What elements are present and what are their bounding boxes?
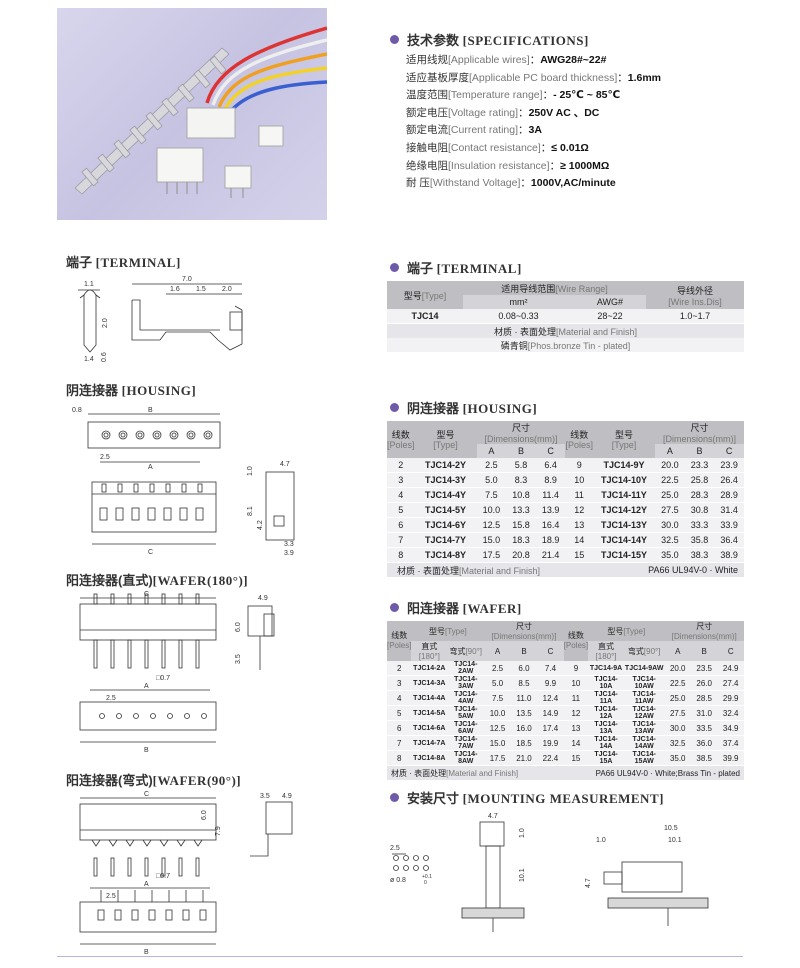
svg-text:1.0: 1.0 <box>596 837 606 844</box>
svg-text:□0.7: □0.7 <box>156 675 170 682</box>
svg-text:0: 0 <box>424 880 427 886</box>
mounting-heading: 安装尺寸 [MOUNTING MEASUREMENT] <box>390 788 664 807</box>
bullet-icon <box>390 403 399 412</box>
connector-photo-illustration <box>74 26 328 198</box>
svg-text:2.0: 2.0 <box>102 318 109 328</box>
spec-row: 额定电压[Voltage rating]：250V AC 、DC <box>406 106 600 119</box>
svg-text:4.7: 4.7 <box>488 813 498 820</box>
svg-text:4.9: 4.9 <box>282 793 292 800</box>
svg-text:3.3: 3.3 <box>284 541 294 548</box>
svg-text:C: C <box>144 791 149 798</box>
svg-text:10.5: 10.5 <box>664 825 678 832</box>
svg-text:0.6: 0.6 <box>101 352 108 362</box>
svg-text:3.5: 3.5 <box>235 654 242 664</box>
svg-text:C: C <box>148 549 153 556</box>
specs-heading: 技术参数 [SPECIFICATIONS] <box>390 30 589 49</box>
terminal-table: 型号[Type] 适用导线范围[Wire Range] 导线外径[Wire In… <box>387 281 744 353</box>
svg-text:1.6: 1.6 <box>170 286 180 293</box>
svg-text:1.1: 1.1 <box>84 281 94 288</box>
svg-text:□0.7: □0.7 <box>156 873 170 880</box>
bullet-icon <box>390 263 399 272</box>
svg-text:A: A <box>144 881 149 888</box>
wafer180-drawing: C □0.7 A 2.5 B 4.9 6.0 3.5 <box>79 591 275 754</box>
svg-text:3.5: 3.5 <box>260 793 270 800</box>
wafer-table: 线数[Poles] 型号[Type] 尺寸[Dimensions(mm)] 线数… <box>387 621 744 780</box>
svg-text:4.7: 4.7 <box>280 461 290 468</box>
spec-row: 适用线规[Applicable wires]：AWG28#~22# <box>406 54 607 66</box>
housing-table: 线数[Poles] 型号[Type] 尺寸[Dimensions(mm)] 线数… <box>387 421 744 577</box>
mounting-drawing: 2.5 ø 0.8 +0.1 0 4.7 1.0 10.1 10.5 10.1 … <box>390 813 709 932</box>
svg-text:1.4: 1.4 <box>84 356 94 363</box>
svg-text:2.5: 2.5 <box>106 695 116 702</box>
housing-label: 阴连接器 [HOUSING] <box>66 383 197 398</box>
svg-text:6.0: 6.0 <box>201 810 208 820</box>
svg-text:10.1: 10.1 <box>519 868 526 882</box>
svg-text:6.0: 6.0 <box>235 622 242 632</box>
wafer-heading: 阳连接器 [WAFER] <box>390 598 522 617</box>
bullet-icon <box>390 35 399 44</box>
spec-row: 耐 压[Withstand Voltage]：1000V,AC/minute <box>406 177 616 190</box>
table-row: TJC14 0.08~0.33 28~22 1.0~1.7 <box>387 309 744 324</box>
spec-row: 接触电阻[Contact resistance]：≤ 0.01Ω <box>406 141 589 154</box>
svg-text:4.7: 4.7 <box>585 878 592 888</box>
housing-heading: 阴连接器 [HOUSING] <box>390 398 537 417</box>
wafer90-drawing: C 6.0 7.9 □0.7 A 2.5 B 3.5 4.9 <box>79 791 293 956</box>
wafer90-label: 阳连接器(弯式)[WAFER(90°)] <box>66 773 242 788</box>
svg-text:7.9: 7.9 <box>215 826 222 836</box>
bullet-icon <box>390 603 399 612</box>
svg-text:4.2: 4.2 <box>257 520 264 530</box>
svg-text:A: A <box>144 683 149 690</box>
spec-row: 温度范围[Temperature range]：- 25℃ ~ 85℃ <box>406 89 621 102</box>
housing-drawing: 0.8 B 2.5 A C 4.7 1.0 8.1 4.2 3.3 3.9 <box>72 407 295 557</box>
svg-text:ø 0.8: ø 0.8 <box>390 877 406 884</box>
svg-text:1.0: 1.0 <box>247 466 254 476</box>
svg-text:3.9: 3.9 <box>284 550 294 557</box>
svg-text:C: C <box>144 591 149 598</box>
svg-text:2.5: 2.5 <box>106 893 116 900</box>
svg-text:B: B <box>148 407 153 414</box>
svg-text:2.0: 2.0 <box>222 286 232 293</box>
bottom-divider <box>57 956 743 957</box>
svg-text:B: B <box>144 747 149 754</box>
specs-list: 适用线规[Applicable wires]：AWG28#~22# 适应基板厚度[… <box>406 52 661 193</box>
svg-text:8.1: 8.1 <box>247 506 254 516</box>
terminal-drawing: 1.1 2.0 1.4 0.6 7.0 1.6 1.5 2.0 <box>78 276 243 363</box>
svg-text:4.9: 4.9 <box>258 595 268 602</box>
svg-text:0.8: 0.8 <box>72 407 82 414</box>
svg-text:B: B <box>144 949 149 956</box>
bullet-icon <box>390 793 399 802</box>
svg-text:2.5: 2.5 <box>100 454 110 461</box>
spec-row: 额定电流[Current rating]：3A <box>406 124 542 137</box>
svg-text:7.0: 7.0 <box>182 276 192 283</box>
spec-row: 绝缘电阻[Insulation resistance]：≥ 1000MΩ <box>406 159 610 172</box>
svg-text:10.1: 10.1 <box>668 837 682 844</box>
terminal-label: 端子 [TERMINAL] <box>66 255 181 270</box>
svg-text:2.5: 2.5 <box>390 845 400 852</box>
spec-row: 适应基板厚度[Applicable PC board thickness]：1.… <box>406 71 662 84</box>
wafer180-label: 阳连接器(直式)[WAFER(180°)] <box>66 573 249 588</box>
product-photo <box>57 8 328 220</box>
svg-text:A: A <box>148 464 153 471</box>
svg-text:+0.1: +0.1 <box>422 874 432 880</box>
svg-text:1.5: 1.5 <box>196 286 206 293</box>
terminal-heading: 端子 [TERMINAL] <box>390 258 522 277</box>
svg-text:1.0: 1.0 <box>519 828 526 838</box>
